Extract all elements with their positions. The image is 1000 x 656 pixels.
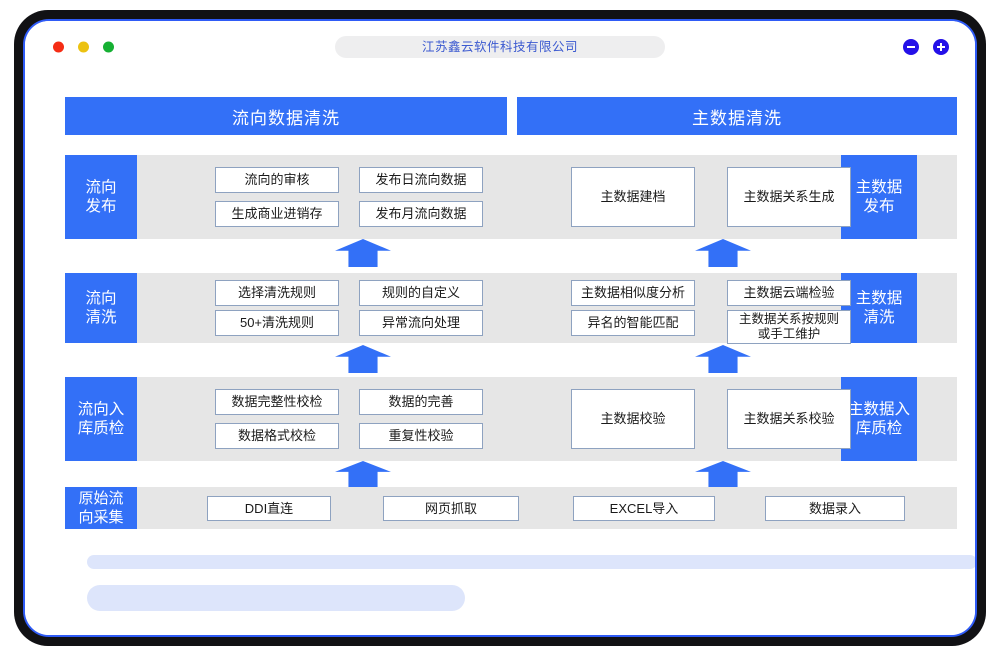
row-label-flow-publish: 流向 发布: [65, 155, 137, 239]
row-label-master-publish: 主数据 发布: [841, 155, 917, 239]
process-diagram: 流向数据清洗 主数据清洗 流向 发布 主数据 发布 流向的审核 发布日流向数据 …: [25, 73, 975, 635]
cell-master-relation-gen[interactable]: 主数据关系生成: [727, 167, 851, 227]
arrow-up-left-publish: [335, 239, 391, 267]
arrow-up-right-intake: [695, 461, 751, 487]
header-master-data-cleaning: 主数据清洗: [517, 97, 957, 135]
placeholder-bar-short: [87, 585, 465, 611]
minus-icon[interactable]: [903, 39, 919, 55]
cell-select-clean-rule[interactable]: 选择清洗规则: [215, 280, 339, 306]
row-label-raw-flow-collection: 原始流 向采集: [65, 487, 137, 529]
cell-master-data-archive[interactable]: 主数据建档: [571, 167, 695, 227]
cell-master-data-verify[interactable]: 主数据校验: [571, 389, 695, 449]
placeholder-bar-long: [87, 555, 975, 569]
row-label-flow-intake-qc: 流向入 库质检: [65, 377, 137, 461]
cell-duplicate-check[interactable]: 重复性校验: [359, 423, 483, 449]
cell-data-integrity-check[interactable]: 数据完整性校检: [215, 389, 339, 415]
cell-data-format-check[interactable]: 数据格式校检: [215, 423, 339, 449]
minimize-yellow-dot[interactable]: [78, 41, 89, 53]
cell-flow-audit[interactable]: 流向的审核: [215, 167, 339, 193]
cell-ddi-direct[interactable]: DDI直连: [207, 496, 331, 521]
header-flow-data-cleaning: 流向数据清洗: [65, 97, 507, 135]
device-screen: 江苏鑫云软件科技有限公司 流向数据清洗 主数据清洗 流向 发布 主数据 发布 流…: [23, 19, 977, 637]
plus-icon[interactable]: [933, 39, 949, 55]
window-controls: [903, 39, 949, 55]
cell-data-entry[interactable]: 数据录入: [765, 496, 905, 521]
arrow-up-left-intake: [335, 461, 391, 487]
device-frame: 江苏鑫云软件科技有限公司 流向数据清洗 主数据清洗 流向 发布 主数据 发布 流…: [14, 10, 986, 646]
cell-data-enrichment[interactable]: 数据的完善: [359, 389, 483, 415]
close-red-dot[interactable]: [53, 41, 64, 53]
cell-publish-monthly-flow[interactable]: 发布月流向数据: [359, 201, 483, 227]
traffic-light-group: [53, 41, 114, 53]
row-label-master-cleaning: 主数据 清洗: [841, 273, 917, 343]
cell-master-relation-maintain[interactable]: 主数据关系按规则 或手工维护: [727, 310, 851, 344]
cell-custom-rule[interactable]: 规则的自定义: [359, 280, 483, 306]
row-label-flow-cleaning: 流向 清洗: [65, 273, 137, 343]
cell-master-cloud-check[interactable]: 主数据云端检验: [727, 280, 851, 306]
cell-excel-import[interactable]: EXCEL导入: [573, 496, 715, 521]
cell-master-relation-verify[interactable]: 主数据关系校验: [727, 389, 851, 449]
cell-publish-daily-flow[interactable]: 发布日流向数据: [359, 167, 483, 193]
maximize-green-dot[interactable]: [103, 41, 114, 53]
cell-master-similarity[interactable]: 主数据相似度分析: [571, 280, 695, 306]
title-bar: 江苏鑫云软件科技有限公司: [25, 21, 975, 73]
cell-50plus-clean-rules[interactable]: 50+清洗规则: [215, 310, 339, 336]
cell-alias-smart-match[interactable]: 异名的智能匹配: [571, 310, 695, 336]
row-label-master-intake-qc: 主数据入 库质检: [841, 377, 917, 461]
cell-generate-commercial[interactable]: 生成商业进销存: [215, 201, 339, 227]
arrow-up-right-clean: [695, 345, 751, 373]
cell-web-scraping[interactable]: 网页抓取: [383, 496, 519, 521]
window-title: 江苏鑫云软件科技有限公司: [335, 36, 665, 58]
arrow-up-right-publish: [695, 239, 751, 267]
arrow-up-left-clean: [335, 345, 391, 373]
cell-abnormal-flow[interactable]: 异常流向处理: [359, 310, 483, 336]
